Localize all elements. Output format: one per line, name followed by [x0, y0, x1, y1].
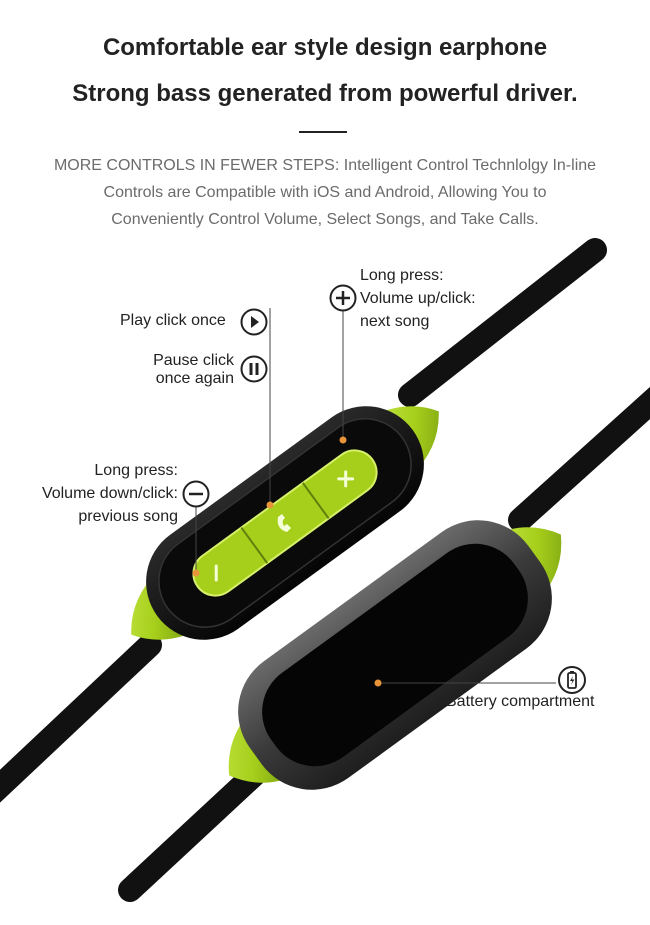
- battery-icon: [558, 666, 586, 694]
- pause-icon: [240, 355, 268, 383]
- title-divider: [299, 131, 347, 133]
- callout-leaders: [195, 308, 556, 684]
- callout-battery-text: Battery compartment: [446, 693, 595, 710]
- minus-icon: [182, 480, 210, 508]
- heading-line-1: Comfortable ear style design earphone: [102, 34, 548, 61]
- description-line-3: Conveniently Control Volume, Select Song…: [111, 211, 539, 228]
- callout-volume-up-line-2: Volume up/click:: [360, 290, 476, 307]
- callout-play: Play click once: [120, 312, 226, 330]
- description-line-1: MORE CONTROLS IN FEWER STEPS: Intelligen…: [53, 157, 597, 174]
- description-line-2: Controls are Compatible with iOS and And…: [103, 184, 547, 201]
- callout-pause: Pause click once again: [120, 352, 234, 388]
- heading-line-2: Strong bass generated from powerful driv…: [72, 80, 578, 107]
- description: MORE CONTROLS IN FEWER STEPS: Intelligen…: [20, 152, 630, 233]
- callout-volume-down-line-2: Volume down/click:: [41, 485, 178, 502]
- callout-volume-down-line-3: previous song: [78, 508, 178, 525]
- callout-volume-up: Long press: Volume up/click: next song: [360, 267, 476, 331]
- callout-volume-down: Long press: Volume down/click: previous …: [10, 462, 178, 526]
- callout-volume-up-line-3: next song: [360, 313, 430, 330]
- cables: [0, 238, 650, 902]
- callout-battery: Battery compartment: [446, 693, 595, 711]
- callout-pause-line-2: once again: [155, 370, 234, 387]
- remote-controller: [131, 406, 439, 640]
- callout-volume-up-line-1: Long press:: [360, 267, 444, 284]
- leader-dots: [192, 436, 382, 687]
- callout-volume-down-line-1: Long press:: [94, 462, 178, 479]
- plus-icon: [329, 284, 357, 312]
- battery-compartment: [228, 520, 562, 790]
- play-icon: [240, 308, 268, 336]
- callout-pause-line-1: Pause click: [153, 352, 234, 369]
- callout-play-text: Play click once: [120, 312, 226, 329]
